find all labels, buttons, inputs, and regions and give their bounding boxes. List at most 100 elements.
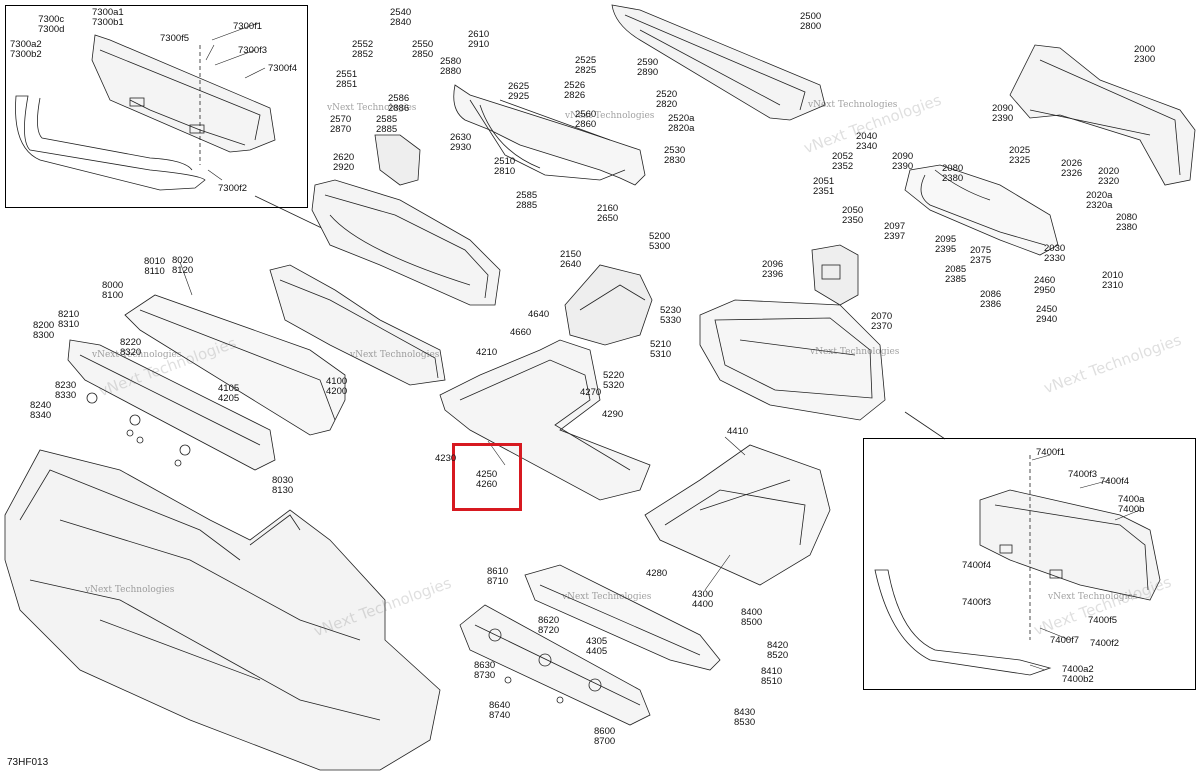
part-number: 2526 bbox=[564, 80, 586, 91]
part-number: 7400f1 bbox=[1036, 447, 1066, 458]
part-number: 7300f5 bbox=[160, 33, 190, 44]
part-label-7400f3b: 7400f3 bbox=[962, 598, 991, 608]
part-number: 8710 bbox=[487, 576, 509, 587]
inset-box-left bbox=[5, 5, 308, 208]
part-number: 2860 bbox=[575, 119, 597, 130]
part-number: 5300 bbox=[649, 241, 671, 252]
part-number: 2585 bbox=[376, 114, 398, 125]
part-number: 2590 bbox=[637, 57, 659, 68]
part-number: 8430 bbox=[734, 707, 756, 718]
watermark: vNext Technologies bbox=[327, 103, 417, 113]
part-label-4230: 4230 bbox=[435, 454, 456, 464]
part-number: 8120 bbox=[172, 265, 194, 276]
part-label-7300f2: 7300f2 bbox=[218, 184, 247, 194]
part-number: 2551 bbox=[336, 69, 358, 80]
part-number: 2910 bbox=[468, 39, 490, 50]
part-number: 2080 bbox=[1116, 212, 1138, 223]
part-number: 7300f3 bbox=[238, 45, 268, 56]
watermark: vNext Technologies bbox=[565, 111, 655, 121]
part-number: 5200 bbox=[649, 231, 671, 242]
part-number: 2800 bbox=[800, 21, 822, 32]
part-body-bottom-left bbox=[4, 449, 441, 771]
part-label-4640: 4640 bbox=[528, 310, 549, 320]
part-number: 2870 bbox=[330, 124, 352, 135]
watermark: vNext Technologies bbox=[85, 585, 175, 595]
part-number: 5210 bbox=[650, 339, 672, 350]
part-number: 4230 bbox=[435, 453, 457, 464]
part-label-7300f5: 7300f5 bbox=[160, 34, 189, 44]
part-number: 7400f5 bbox=[1088, 615, 1118, 626]
watermark: vNext Technologies bbox=[562, 592, 652, 602]
part-number: 8220 bbox=[120, 337, 142, 348]
part-number: 2097 bbox=[884, 221, 906, 232]
part-door-2620 bbox=[311, 179, 501, 306]
part-number: 8700 bbox=[594, 736, 616, 747]
part-label-7400f5: 7400f5 bbox=[1088, 616, 1117, 626]
part-number: 4405 bbox=[586, 646, 608, 657]
part-number: 7300a2 bbox=[10, 39, 42, 50]
watermark: vNext Technologies bbox=[92, 350, 182, 360]
part-number: 2930 bbox=[450, 142, 472, 153]
part-number: 2030 bbox=[1044, 243, 1066, 254]
part-number: 4400 bbox=[692, 599, 714, 610]
part-number: 7300f1 bbox=[233, 21, 263, 32]
part-number: 4410 bbox=[727, 426, 749, 437]
part-number: 8730 bbox=[474, 670, 496, 681]
part-number: 7300b1 bbox=[92, 17, 124, 28]
part-number: 2340 bbox=[856, 141, 878, 152]
part-number: 2820 bbox=[656, 99, 678, 110]
part-number: 2580 bbox=[440, 56, 462, 67]
part-number: 2885 bbox=[376, 124, 398, 135]
part-number: 8240 bbox=[30, 400, 52, 411]
part-number: 2090 bbox=[892, 151, 914, 162]
part-number: 2560 bbox=[575, 109, 597, 120]
part-number: 7400f4 bbox=[962, 560, 992, 571]
part-number: 8030 bbox=[272, 475, 294, 486]
part-number: 2625 bbox=[508, 81, 530, 92]
part-number: 2500 bbox=[800, 11, 822, 22]
part-number: 2020 bbox=[1098, 166, 1120, 177]
part-rocker-8400 bbox=[524, 564, 721, 671]
part-label-7400f4b: 7400f4 bbox=[962, 561, 991, 571]
part-number: 8200 bbox=[33, 320, 55, 331]
part-label-7400f7: 7400f7 bbox=[1050, 636, 1079, 646]
part-number: 2460 bbox=[1034, 275, 1056, 286]
part-number: 2886 bbox=[388, 103, 410, 114]
part-number: 2840 bbox=[390, 17, 412, 28]
part-number: 2380 bbox=[1116, 222, 1138, 233]
part-label-7400f3: 7400f3 bbox=[1068, 470, 1097, 480]
part-label-4270: 4270 bbox=[580, 388, 601, 398]
part-number: 2010 bbox=[1102, 270, 1124, 281]
part-number: 4100 bbox=[326, 376, 348, 387]
part-number: 2630 bbox=[450, 132, 472, 143]
part-number: 8010 bbox=[144, 256, 166, 267]
part-frame-2510 bbox=[453, 84, 646, 186]
part-number: 8720 bbox=[538, 625, 560, 636]
